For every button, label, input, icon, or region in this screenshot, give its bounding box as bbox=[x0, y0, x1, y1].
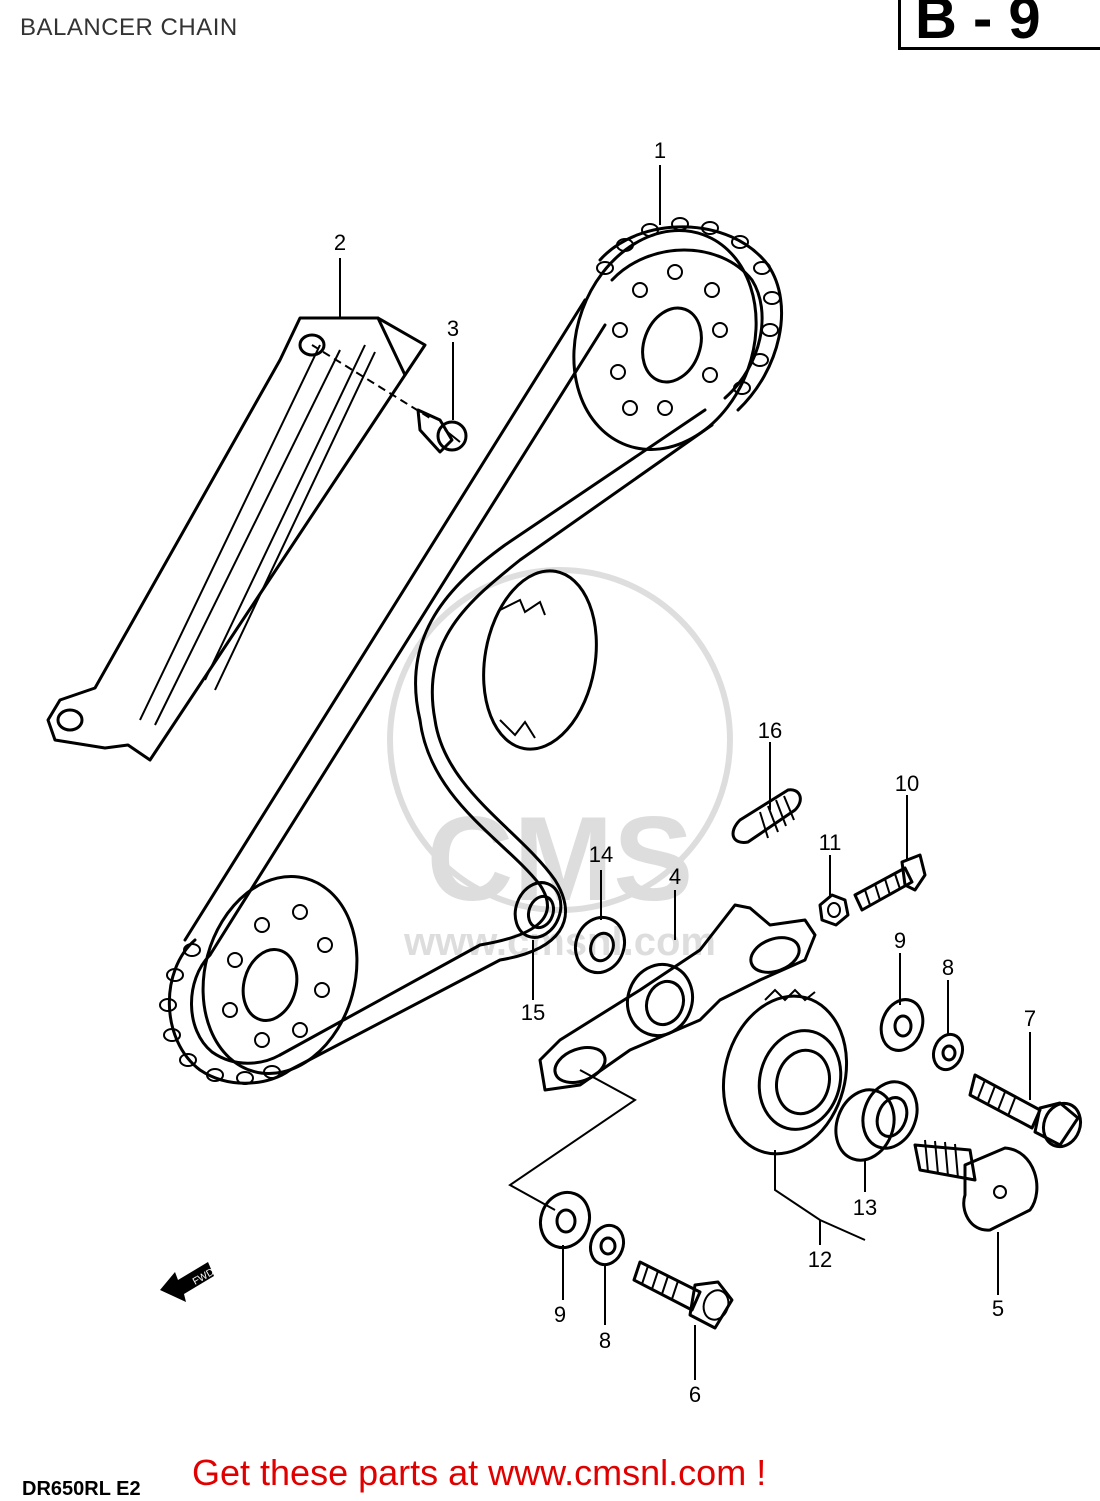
callout-7: 7 bbox=[1024, 1006, 1036, 1031]
callout-12: 12 bbox=[808, 1247, 832, 1272]
balancer-chain bbox=[159, 217, 784, 1085]
callout-9-right: 9 bbox=[894, 928, 906, 953]
chain-links-bottom bbox=[159, 943, 281, 1085]
washer-9-left bbox=[538, 1190, 592, 1250]
washer-9-right bbox=[879, 998, 925, 1052]
lower-sprocket bbox=[201, 874, 359, 1076]
bolt-6 bbox=[632, 1260, 734, 1330]
page-title: BALANCER CHAIN bbox=[20, 14, 238, 41]
callout-16: 16 bbox=[758, 718, 782, 743]
callout-2: 2 bbox=[334, 230, 346, 255]
watermark-url: www.cmsnl.com bbox=[403, 920, 716, 964]
adjust-bolt bbox=[853, 853, 927, 912]
tensioner-sprocket bbox=[721, 988, 849, 1156]
tensioner-shaft bbox=[913, 1139, 1039, 1232]
fwd-arrow-icon: FWD bbox=[160, 1262, 216, 1302]
washer-8-right bbox=[931, 1032, 965, 1072]
footer-ad-link[interactable]: Get these parts at www.cmsnl.com ! bbox=[192, 1452, 767, 1493]
callout-8-right: 8 bbox=[942, 955, 954, 980]
callout-leaders bbox=[339, 165, 1031, 1380]
callout-6: 6 bbox=[689, 1382, 701, 1407]
callout-1: 1 bbox=[654, 138, 666, 163]
oil-seal bbox=[513, 881, 563, 939]
callout-11: 11 bbox=[819, 830, 842, 855]
callout-3: 3 bbox=[447, 316, 459, 341]
tensioner-arm bbox=[538, 903, 817, 1092]
page-badge: B - 9 bbox=[898, 0, 1100, 50]
needle-bearing bbox=[834, 1080, 919, 1162]
drive-gear bbox=[482, 569, 598, 751]
washer-14 bbox=[573, 915, 627, 975]
washer-8-left bbox=[588, 1223, 626, 1267]
model-code: DR650RL E2 bbox=[22, 1478, 141, 1500]
callout-13: 13 bbox=[853, 1195, 877, 1220]
chain-guide bbox=[46, 316, 427, 762]
fwd-label: FWD bbox=[191, 1267, 216, 1288]
lock-nut bbox=[818, 893, 850, 927]
callout-14: 14 bbox=[589, 842, 613, 867]
bolt-7 bbox=[968, 1073, 1083, 1149]
callout-5: 5 bbox=[992, 1296, 1004, 1321]
callout-labels: 1 2 3 4 5 6 7 8 8 9 9 10 11 12 13 14 15 … bbox=[334, 138, 1036, 1407]
upper-sprocket bbox=[572, 229, 758, 451]
callout-15: 15 bbox=[521, 1000, 545, 1025]
callout-9-left: 9 bbox=[554, 1302, 566, 1327]
guide-screw bbox=[311, 344, 468, 454]
callout-8-left: 8 bbox=[599, 1328, 611, 1353]
callout-4: 4 bbox=[669, 864, 681, 889]
tensioner-spring bbox=[731, 788, 802, 844]
callout-10: 10 bbox=[895, 771, 919, 796]
